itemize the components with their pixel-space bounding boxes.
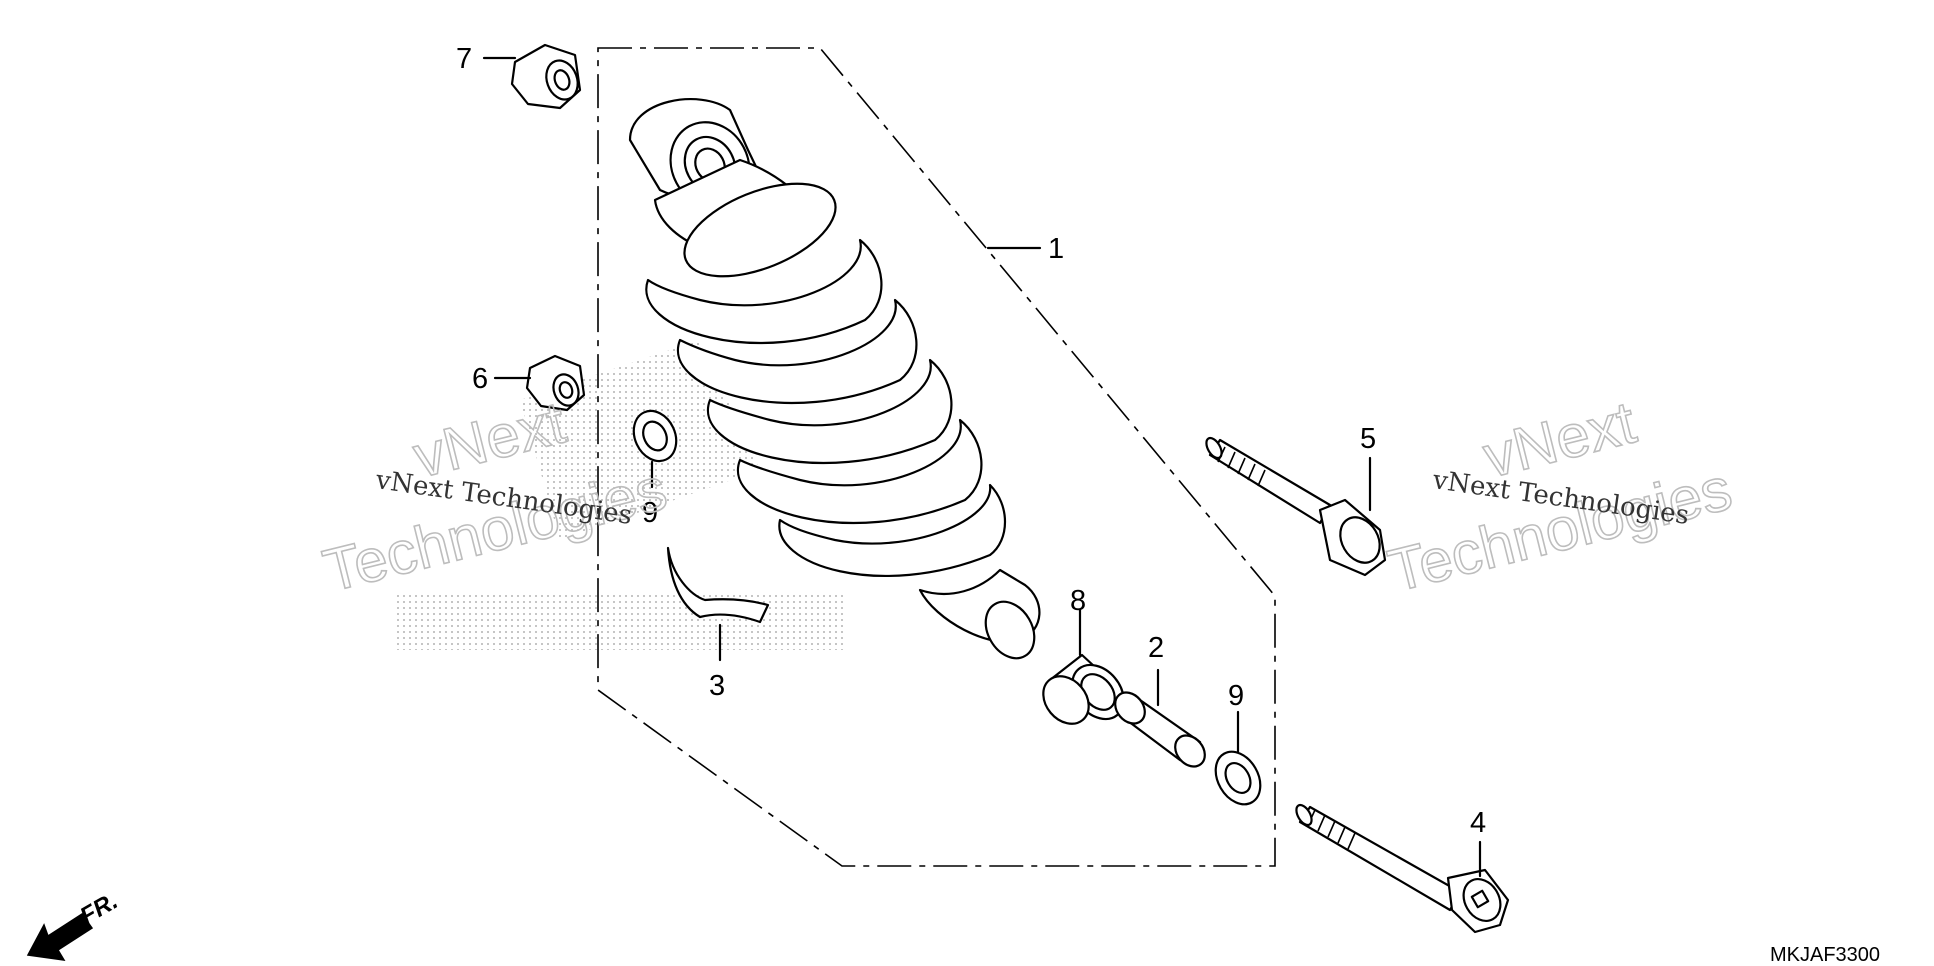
callouts: 1 2 3 4 5 6 7 8 9 9 — [456, 43, 1486, 839]
bolt-5 — [1205, 436, 1387, 577]
bearing-8 — [1042, 653, 1125, 725]
nut-6 — [525, 354, 586, 412]
nut-7 — [510, 43, 582, 110]
callout-5: 5 — [1360, 423, 1376, 455]
callout-9-upper: 9 — [642, 497, 658, 529]
collar-2 — [1114, 691, 1206, 768]
front-direction-marker: FR. — [26, 887, 122, 961]
washer-9-lower — [1214, 750, 1262, 806]
washer-9-upper — [632, 409, 678, 463]
callout-9-lower: 9 — [1228, 680, 1244, 712]
callout-6: 6 — [472, 363, 488, 395]
bolt-4 — [1295, 803, 1510, 934]
assembly-boundary — [597, 47, 1276, 867]
callout-3: 3 — [709, 670, 725, 702]
callout-7: 7 — [456, 43, 472, 75]
callout-1: 1 — [1048, 233, 1064, 265]
drawing-code: MKJAF3300 — [1770, 944, 1880, 966]
shock-absorber — [628, 98, 1041, 660]
callout-4: 4 — [1470, 807, 1486, 839]
watermarks: vNext Technologies vNext Technologies vN… — [316, 388, 1739, 606]
arrow-down-left-icon — [26, 912, 94, 961]
callout-8: 8 — [1070, 585, 1086, 617]
callout-2: 2 — [1148, 632, 1164, 664]
band-3 — [666, 546, 770, 624]
leader-lines — [482, 56, 1482, 878]
watermark-left-technologies: Technologies — [317, 455, 673, 605]
